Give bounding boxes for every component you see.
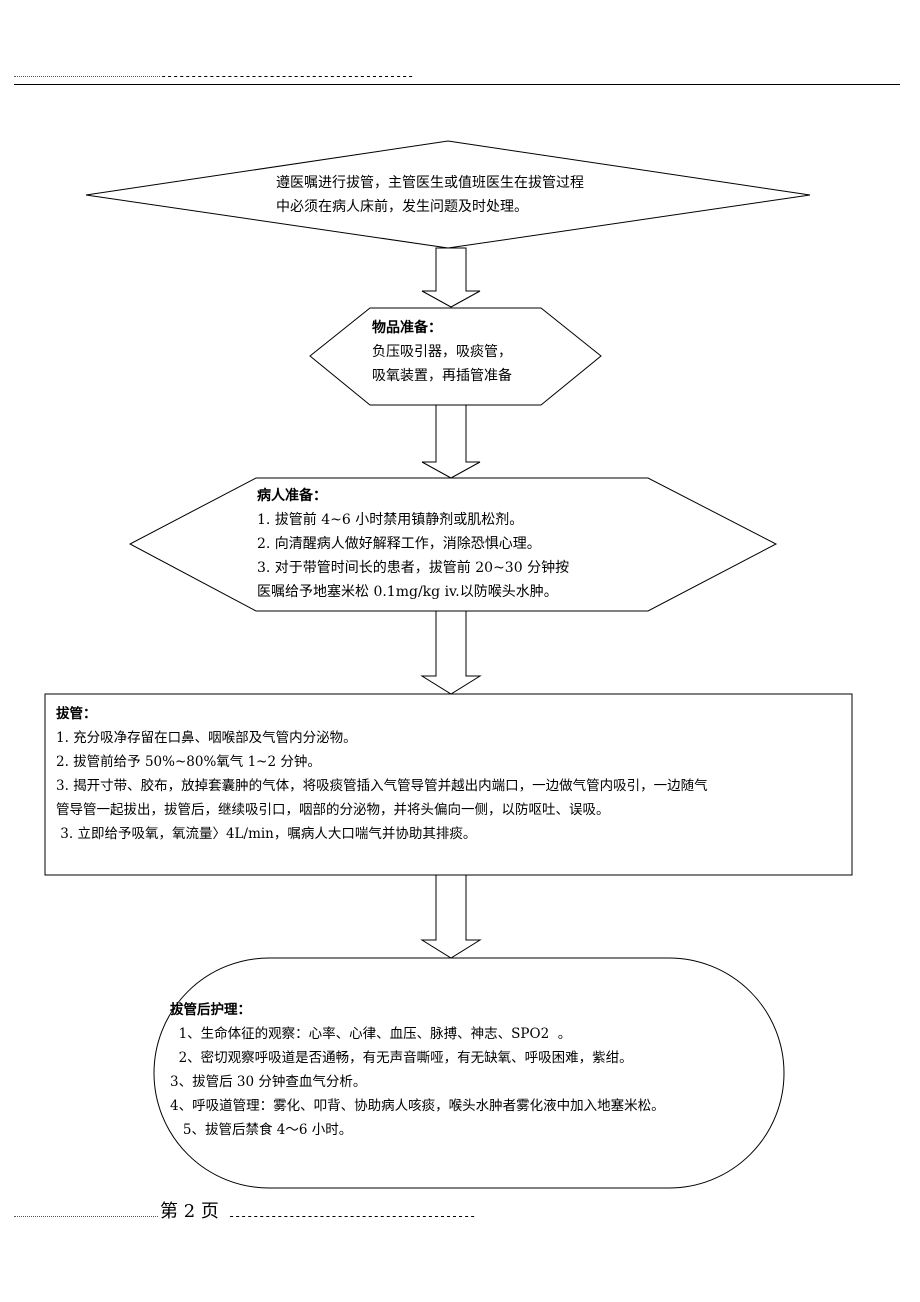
header-rule bbox=[14, 84, 900, 85]
supplies-line: 吸氧装置，再插管准备 bbox=[372, 368, 512, 384]
patient-line: 3. 对于带管时间长的患者，拔管前 20~30 分钟按 bbox=[257, 560, 570, 576]
header-dashes: ----------------------------------------… bbox=[160, 69, 414, 83]
patient-hexagon bbox=[128, 477, 778, 612]
arrow-1 bbox=[421, 247, 481, 308]
start-text: 遵医嘱进行拔管，主管医生或值班医生在拔管过程 中必须在病人床前，发生问题及时处理… bbox=[276, 171, 584, 219]
extubation-title: 拔管： bbox=[56, 706, 97, 722]
aftercare-text: 拔管后护理： 1、生命体征的观察：心率、心律、血压、脉搏、神志、SPO2 。 2… bbox=[170, 998, 665, 1142]
arrow-2 bbox=[421, 404, 481, 479]
aftercare-line: 2、密切观察呼吸道是否通畅，有无声音嘶哑，有无缺氧、呼吸困难，紫绀。 bbox=[170, 1050, 633, 1066]
extubation-text: 拔管： 1. 充分吸净存留在口鼻、咽喉部及气管内分泌物。 2. 拔管前给予 50… bbox=[56, 702, 708, 846]
supplies-title: 物品准备： bbox=[372, 320, 442, 336]
start-line: 中必须在病人床前，发生问题及时处理。 bbox=[276, 199, 528, 215]
aftercare-line: 3、拔管后 30 分钟查血气分析。 bbox=[170, 1074, 367, 1090]
arrow-4 bbox=[420, 874, 482, 959]
page-number: 第 2 页 bbox=[160, 1201, 219, 1222]
header-dotted-rule bbox=[14, 76, 160, 77]
extubation-box bbox=[44, 693, 853, 876]
patient-line: 2. 向清醒病人做好解释工作，消除恐惧心理。 bbox=[257, 536, 541, 552]
extubation-line: 3. 立即给予吸氧，氧流量〉4L/min，嘱病人大口喘气并协助其排痰。 bbox=[56, 826, 477, 842]
arrow-3 bbox=[420, 610, 482, 695]
supplies-line: 负压吸引器，吸痰管， bbox=[372, 344, 512, 360]
aftercare-line: 4、呼吸道管理：雾化、叩背、协助病人咳痰，喉头水肿者雾化液中加入地塞米松。 bbox=[170, 1098, 665, 1114]
aftercare-line: 1、生命体征的观察：心率、心律、血压、脉搏、神志、SPO2 。 bbox=[170, 1026, 572, 1042]
extubation-line: 1. 充分吸净存留在口鼻、咽喉部及气管内分泌物。 bbox=[56, 730, 357, 746]
footer-dashes: ----------------------------------------… bbox=[228, 1209, 476, 1223]
extubation-line: 2. 拔管前给予 50%~80%氧气 1~2 分钟。 bbox=[56, 754, 321, 770]
patient-text: 病人准备： 1. 拔管前 4~6 小时禁用镇静剂或肌松剂。 2. 向清醒病人做好… bbox=[257, 484, 569, 604]
patient-line: 1. 拔管前 4~6 小时禁用镇静剂或肌松剂。 bbox=[257, 512, 524, 528]
supplies-text: 物品准备： 负压吸引器，吸痰管， 吸氧装置，再插管准备 bbox=[372, 316, 512, 388]
patient-line: 医嘱给予地塞米松 0.1mg/kg iv.以防喉头水肿。 bbox=[257, 584, 558, 600]
start-line: 遵医嘱进行拔管，主管医生或值班医生在拔管过程 bbox=[276, 175, 584, 191]
patient-title: 病人准备： bbox=[257, 488, 327, 504]
aftercare-line: 5、拔管后禁食 4～6 小时。 bbox=[170, 1122, 353, 1138]
supplies-hexagon bbox=[309, 307, 602, 406]
extubation-line: 3. 揭开寸带、胶布，放掉套囊肿的气体，将吸痰管插入气管导管并越出内端口，一边做… bbox=[56, 778, 708, 794]
footer-dotted-rule bbox=[14, 1216, 158, 1217]
extubation-line: 管导管一起拔出，拔管后，继续吸引口，咽部的分泌物，并将头偏向一侧，以防呕吐、误吸… bbox=[56, 802, 610, 818]
aftercare-title: 拔管后护理： bbox=[170, 1002, 251, 1018]
aftercare-stadium bbox=[153, 957, 785, 1189]
